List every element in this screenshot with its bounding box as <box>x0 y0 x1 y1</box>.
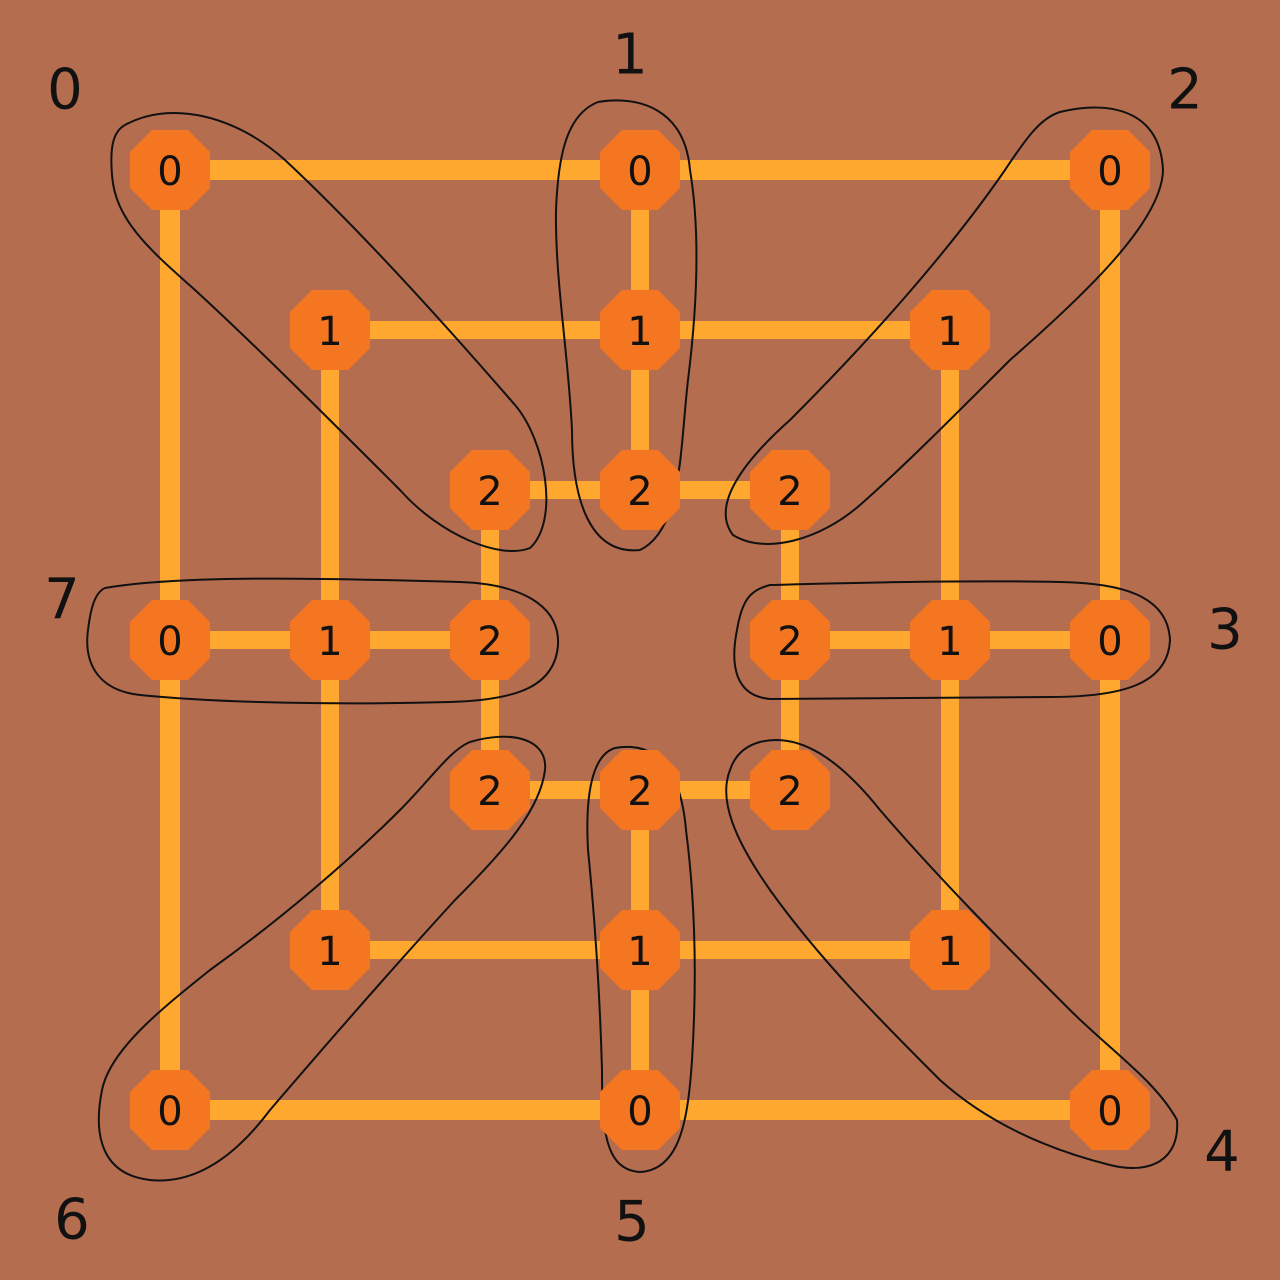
node-bottom-mid-middle[interactable]: 1 <box>600 910 680 990</box>
node-label: 0 <box>157 619 182 665</box>
node-disc <box>750 750 830 830</box>
node-disc <box>130 130 210 210</box>
node-disc <box>750 600 830 680</box>
node-top-mid-middle[interactable]: 1 <box>600 290 680 370</box>
group-number-3: 3 <box>1207 598 1243 663</box>
node-label: 0 <box>1097 1089 1122 1135</box>
node-mid-left-middle[interactable]: 1 <box>290 600 370 680</box>
node-label: 2 <box>777 769 802 815</box>
node-mid-right-outer[interactable]: 0 <box>1070 600 1150 680</box>
group-number-2: 2 <box>1167 58 1203 123</box>
group-outlines <box>86 99 1179 1182</box>
node-disc <box>290 910 370 990</box>
node-label: 1 <box>937 619 962 665</box>
node-bottom-mid-inner[interactable]: 2 <box>600 750 680 830</box>
outline-group-0 <box>110 112 548 552</box>
outline-group-1 <box>554 99 698 552</box>
node-top-right-middle[interactable]: 1 <box>910 290 990 370</box>
node-mid-right-middle[interactable]: 1 <box>910 600 990 680</box>
node-disc <box>130 600 210 680</box>
node-disc <box>1070 600 1150 680</box>
node-label: 1 <box>937 309 962 355</box>
node-disc <box>910 910 990 990</box>
node-top-left-middle[interactable]: 1 <box>290 290 370 370</box>
node-label: 2 <box>627 469 652 515</box>
node-bottom-left-outer[interactable]: 0 <box>130 1070 210 1150</box>
node-top-left-inner[interactable]: 2 <box>450 450 530 530</box>
node-disc <box>450 600 530 680</box>
node-disc <box>450 450 530 530</box>
node-label: 0 <box>157 1089 182 1135</box>
node-label: 0 <box>157 149 182 195</box>
group-number-7: 7 <box>44 568 80 633</box>
group-number-1: 1 <box>612 23 648 88</box>
node-disc <box>600 130 680 210</box>
node-disc <box>600 1070 680 1150</box>
node-disc <box>600 450 680 530</box>
node-disc <box>290 290 370 370</box>
node-label: 1 <box>627 929 652 975</box>
node-mid-right-inner[interactable]: 2 <box>750 600 830 680</box>
group-number-4: 4 <box>1204 1120 1240 1185</box>
node-top-right-outer[interactable]: 0 <box>1070 130 1150 210</box>
node-disc <box>910 290 990 370</box>
outline-group-5 <box>586 746 696 1174</box>
node-label: 2 <box>477 619 502 665</box>
node-bottom-right-outer[interactable]: 0 <box>1070 1070 1150 1150</box>
node-disc <box>910 600 990 680</box>
node-label: 1 <box>317 309 342 355</box>
node-disc <box>750 450 830 530</box>
outline-group-2 <box>724 106 1165 545</box>
node-label: 2 <box>627 769 652 815</box>
node-label: 1 <box>317 929 342 975</box>
node-disc <box>600 750 680 830</box>
node-label: 2 <box>777 619 802 665</box>
node-label: 2 <box>477 769 502 815</box>
node-label: 0 <box>1097 149 1122 195</box>
node-label: 2 <box>477 469 502 515</box>
node-label: 0 <box>627 1089 652 1135</box>
node-label: 0 <box>1097 619 1122 665</box>
node-top-left-outer[interactable]: 0 <box>130 130 210 210</box>
group-number-6: 6 <box>54 1188 90 1253</box>
node-label: 2 <box>777 469 802 515</box>
node-disc <box>600 910 680 990</box>
board-nodes: 0 0 0 1 1 1 2 2 2 0 1 2 2 1 0 2 2 2 1 1 1 0 0 0 <box>130 130 1150 1150</box>
node-bottom-left-middle[interactable]: 1 <box>290 910 370 990</box>
node-top-mid-outer[interactable]: 0 <box>600 130 680 210</box>
group-number-0: 0 <box>47 58 83 123</box>
node-disc <box>600 290 680 370</box>
node-label: 0 <box>627 149 652 195</box>
node-label: 1 <box>317 619 342 665</box>
outline-group-4 <box>725 739 1179 1169</box>
node-bottom-right-middle[interactable]: 1 <box>910 910 990 990</box>
node-disc <box>1070 130 1150 210</box>
outline-group-3 <box>733 580 1172 701</box>
node-disc <box>450 750 530 830</box>
node-top-mid-inner[interactable]: 2 <box>600 450 680 530</box>
node-top-right-inner[interactable]: 2 <box>750 450 830 530</box>
node-bottom-left-inner[interactable]: 2 <box>450 750 530 830</box>
group-labels: 0 1 2 3 4 5 6 7 <box>44 23 1243 1255</box>
node-disc <box>290 600 370 680</box>
outline-group-7 <box>86 577 560 705</box>
node-mid-left-inner[interactable]: 2 <box>450 600 530 680</box>
node-disc <box>130 1070 210 1150</box>
node-bottom-right-inner[interactable]: 2 <box>750 750 830 830</box>
node-disc <box>1070 1070 1150 1150</box>
node-bottom-mid-outer[interactable]: 0 <box>600 1070 680 1150</box>
node-label: 1 <box>937 929 962 975</box>
outline-group-6 <box>97 735 547 1182</box>
node-label: 1 <box>627 309 652 355</box>
node-mid-left-outer[interactable]: 0 <box>130 600 210 680</box>
group-number-5: 5 <box>614 1190 650 1255</box>
